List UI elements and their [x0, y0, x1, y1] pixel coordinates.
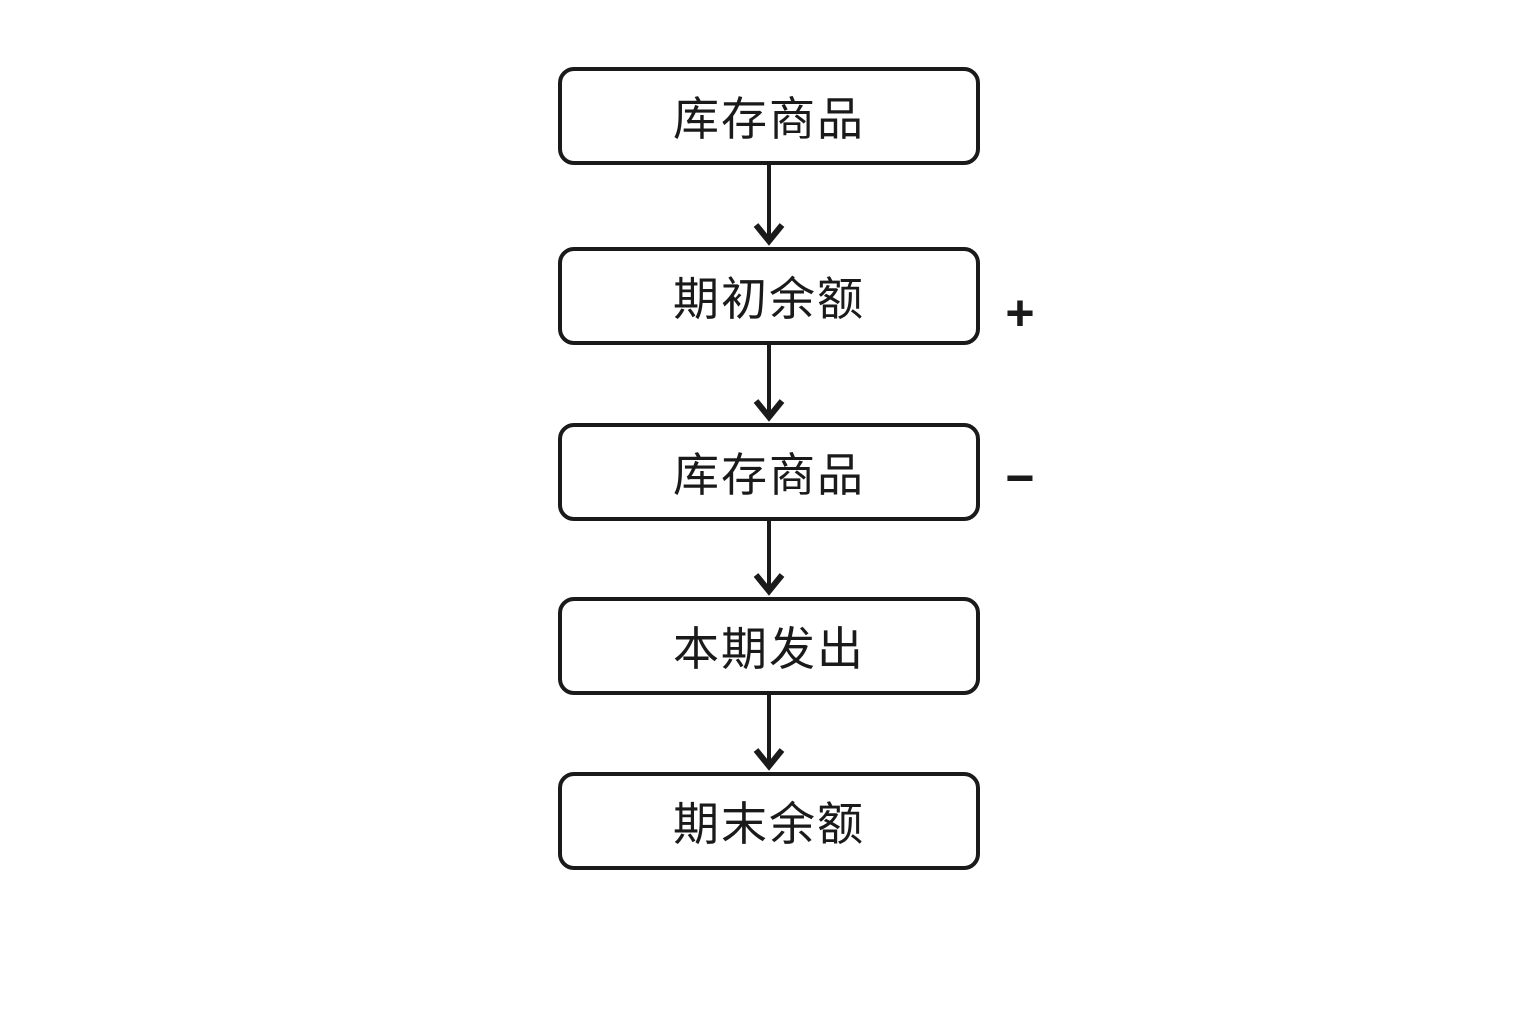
flow-node-inventory-goods: 库存商品: [558, 423, 980, 521]
flow-node-inventory-goods-top: 库存商品: [558, 67, 980, 165]
node-label: 期末余额: [673, 798, 865, 850]
plus-operator: +: [1005, 285, 1035, 341]
down-arrow-icon: [753, 695, 785, 771]
flow-node-current-period-issued: 本期发出: [558, 597, 980, 695]
node-label: 本期发出: [673, 623, 865, 675]
down-arrow-icon: [753, 165, 785, 246]
minus-operator: −: [1005, 450, 1035, 506]
flow-node-ending-balance: 期末余额: [558, 772, 980, 870]
node-label: 库存商品: [673, 93, 865, 145]
down-arrow-icon: [753, 345, 785, 422]
flow-node-beginning-balance: 期初余额: [558, 247, 980, 345]
node-label: 库存商品: [673, 449, 865, 501]
down-arrow-icon: [753, 521, 785, 596]
node-label: 期初余额: [673, 273, 865, 325]
